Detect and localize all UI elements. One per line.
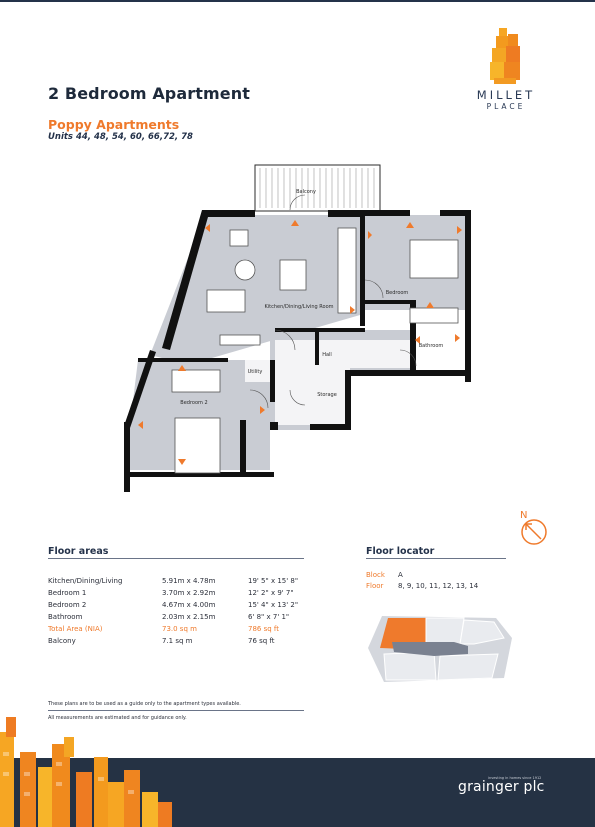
floor-label: Floor <box>366 582 384 590</box>
block-value: A <box>398 571 403 579</box>
disclaimer-line-2: All measurements are estimated and for g… <box>48 715 187 721</box>
disclaimer-line-1: These plans are to be used as a guide on… <box>48 701 241 707</box>
metric-size: 2.03m x 2.15m <box>162 613 216 621</box>
hall-label: Hall <box>322 352 332 358</box>
top-rule <box>0 0 595 2</box>
balcony <box>254 164 381 212</box>
imperial-size: 15' 4" x 13' 2" <box>248 601 299 609</box>
imperial-size: 76 sq ft <box>248 637 275 645</box>
room-name: Bathroom <box>48 613 83 621</box>
floor-row: Floor 8, 9, 10, 11, 12, 13, 14 <box>366 582 478 590</box>
metric-size: 73.0 sq m <box>162 625 197 633</box>
orange-buildings-art <box>0 717 172 827</box>
kitchen-label: Kitchen/Dining/Living Room <box>265 304 334 310</box>
page-subtitle: Poppy Apartments <box>48 117 180 132</box>
room-name: Kitchen/Dining/Living <box>48 577 123 585</box>
dimension-markers <box>138 220 462 465</box>
floor-plan: Balcony Kitchen/Dining/Living Room Bedro… <box>124 164 471 492</box>
bathroom-label: Bathroom <box>419 343 444 349</box>
block-row: Block A <box>366 571 403 579</box>
imperial-size: 786 sq ft <box>248 625 279 633</box>
metric-size: 4.67m x 4.00m <box>162 601 216 609</box>
furniture <box>171 227 459 474</box>
grainger-logo: grainger plc <box>458 779 545 795</box>
compass-n-label: N <box>520 510 527 521</box>
millet-place-logo <box>490 28 520 84</box>
door-swings <box>249 194 417 409</box>
room-name: Bedroom 2 <box>48 601 87 609</box>
metric-size: 7.1 sq m <box>162 637 193 645</box>
floor-value: 8, 9, 10, 11, 12, 13, 14 <box>398 582 479 590</box>
block-label: Block <box>366 571 385 579</box>
floor-locator-map <box>368 616 512 682</box>
disclaimer-rule <box>48 710 304 711</box>
round-table <box>234 259 256 281</box>
room-name: Balcony <box>48 637 76 645</box>
room-name: Total Area (NIA) <box>48 625 103 633</box>
unit-numbers: Units 44, 48, 54, 60, 66,72, 78 <box>48 132 193 142</box>
hall-fill <box>245 340 410 425</box>
bedroom-label: Bedroom <box>386 290 409 296</box>
metric-size: 3.70m x 2.92m <box>162 589 216 597</box>
logo-subwordmark: PLACE <box>486 102 526 111</box>
balcony-label: Balcony <box>296 189 316 195</box>
utility-label: Utility <box>248 369 263 375</box>
imperial-size: 19' 5" x 15' 8" <box>248 577 299 585</box>
balcony-hatching <box>259 168 375 208</box>
room-name: Bedroom 1 <box>48 589 87 597</box>
floor-locator-rule <box>366 558 506 559</box>
imperial-size: 6' 8" x 7' 1" <box>248 613 290 621</box>
floor-areas-rule <box>48 558 304 559</box>
stacked-blocks-logo-icon <box>490 28 520 84</box>
floor-area-row: Bathroom 2.03m x 2.15m 6' 8" x 7' 1" <box>48 611 328 623</box>
floor-area-row: Total Area (NIA) 73.0 sq m 786 sq ft <box>48 623 328 635</box>
floor-area-row: Kitchen/Dining/Living 5.91m x 4.78m 19' 5"… <box>48 575 328 587</box>
page-title: 2 Bedroom Apartment <box>48 84 250 103</box>
bedroom2-label: Bedroom 2 <box>180 400 207 406</box>
north-compass-icon: N <box>520 510 547 545</box>
floor-area-row: Balcony 7.1 sq m 76 sq ft <box>48 635 328 647</box>
footer-tagline: investing in homes since 1912 <box>488 776 542 780</box>
floor-area-row: Bedroom 2 4.67m x 4.00m 15' 4" x 13' 2" <box>48 599 328 611</box>
floor-area-row: Bedroom 1 3.70m x 2.92m 12' 2" x 9' 7" <box>48 587 328 599</box>
floor-areas-table: Kitchen/Dining/Living 5.91m x 4.78m 19' 5"… <box>48 575 328 647</box>
imperial-size: 12' 2" x 9' 7" <box>248 589 294 597</box>
floor-areas-heading: Floor areas <box>48 546 109 557</box>
walls <box>124 210 471 492</box>
floor-locator-heading: Floor locator <box>366 546 435 557</box>
metric-size: 5.91m x 4.78m <box>162 577 216 585</box>
storage-label: Storage <box>317 392 337 398</box>
logo-wordmark: MILLET <box>476 88 536 102</box>
